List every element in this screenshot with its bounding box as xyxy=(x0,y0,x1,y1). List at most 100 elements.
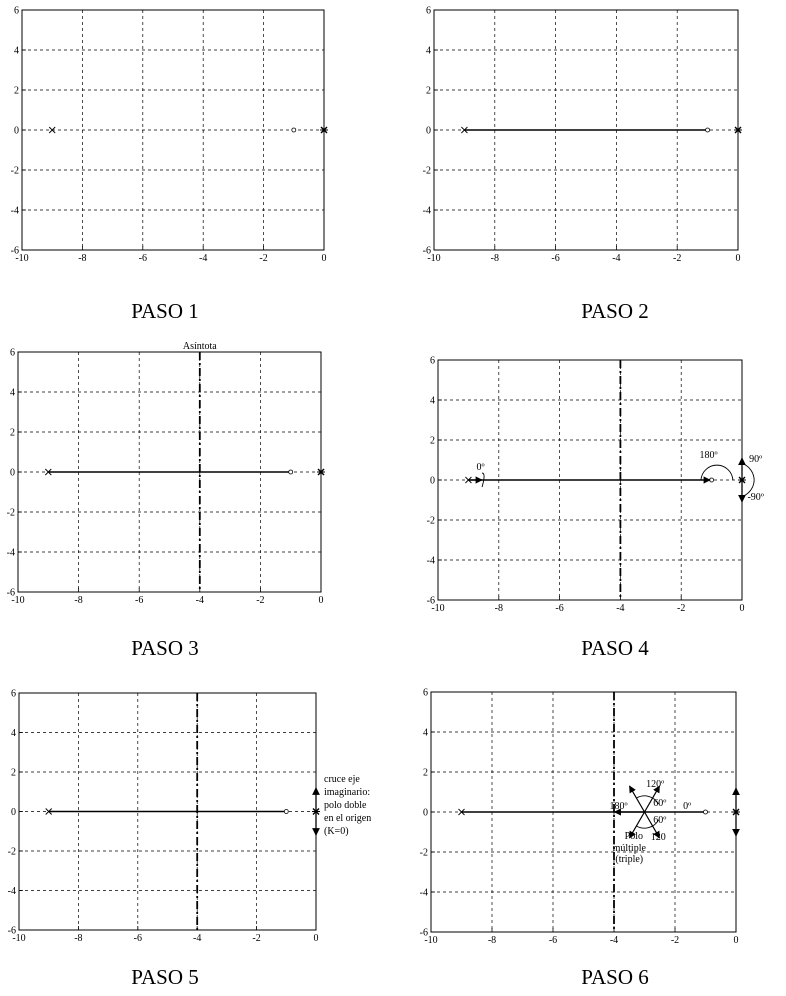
step-caption: PASO 4 xyxy=(581,636,649,660)
x-tick-label: -8 xyxy=(74,933,82,944)
y-tick-label: 2 xyxy=(430,436,435,447)
x-tick-label: -2 xyxy=(256,595,264,606)
y-tick-label: 4 xyxy=(10,388,15,399)
x-tick-label: -4 xyxy=(199,253,207,264)
x-tick-label: -10 xyxy=(427,253,440,264)
step-caption: PASO 5 xyxy=(131,965,199,989)
x-tick-label: -4 xyxy=(612,253,620,264)
angle-annotation: 180º xyxy=(700,450,718,461)
y-tick-label: -6 xyxy=(11,246,19,257)
y-tick-label: 0 xyxy=(430,476,435,487)
y-tick-label: 4 xyxy=(426,46,431,57)
y-tick-label: 2 xyxy=(11,768,16,779)
x-tick-label: -10 xyxy=(12,933,25,944)
side-note-line: (K=0) xyxy=(324,826,349,837)
x-tick-label: -6 xyxy=(555,603,563,614)
y-tick-label: 4 xyxy=(14,46,19,57)
y-tick-label: -4 xyxy=(427,556,435,567)
y-tick-label: -4 xyxy=(423,206,431,217)
side-note-line: polo doble xyxy=(324,800,367,811)
y-tick-label: 6 xyxy=(426,6,431,17)
y-tick-label: -2 xyxy=(427,516,435,527)
y-tick-label: -4 xyxy=(8,886,16,897)
y-tick-label: 0 xyxy=(14,126,19,137)
double-pole-marker xyxy=(734,126,742,134)
angle-annotation: 0º xyxy=(477,462,485,473)
zero-marker xyxy=(703,809,708,815)
y-tick-label: 6 xyxy=(423,688,428,699)
double-pole-marker xyxy=(317,468,325,476)
x-tick-label: 0 xyxy=(319,595,324,606)
zero-marker xyxy=(288,469,294,475)
y-tick-label: -2 xyxy=(420,848,428,859)
x-tick-label: -8 xyxy=(491,253,499,264)
x-tick-label: 0 xyxy=(322,253,327,264)
y-tick-label: 0 xyxy=(426,126,431,137)
y-tick-label: 6 xyxy=(430,356,435,367)
angle-annotation: (triple) xyxy=(615,854,643,865)
y-tick-label: -6 xyxy=(420,928,428,939)
angle-annotation: 0º xyxy=(683,801,691,812)
y-tick-label: 0 xyxy=(423,808,428,819)
side-note-line: cruce eje xyxy=(324,774,360,785)
zero-marker xyxy=(705,127,710,133)
y-tick-label: -2 xyxy=(8,847,16,858)
zero-marker xyxy=(291,127,297,133)
y-tick-label: 2 xyxy=(423,768,428,779)
y-tick-label: 6 xyxy=(14,6,19,17)
x-tick-label: 0 xyxy=(314,933,319,944)
pole-marker xyxy=(45,808,53,815)
x-tick-label: -8 xyxy=(488,935,496,946)
step-caption: PASO 1 xyxy=(131,299,199,323)
x-tick-label: -2 xyxy=(677,603,685,614)
x-tick-label: -8 xyxy=(74,595,82,606)
x-tick-label: -4 xyxy=(196,595,204,606)
y-tick-label: 4 xyxy=(430,396,435,407)
y-tick-label: -2 xyxy=(11,166,19,177)
x-tick-label: -6 xyxy=(135,595,143,606)
angle-annotation: 120º xyxy=(646,779,664,790)
pole-marker xyxy=(461,126,468,134)
y-tick-label: -4 xyxy=(420,888,428,899)
x-tick-label: -8 xyxy=(78,253,86,264)
angle-annotation: 90º xyxy=(749,454,762,465)
y-tick-label: -6 xyxy=(427,596,435,607)
x-tick-label: -4 xyxy=(610,935,618,946)
y-tick-label: 4 xyxy=(11,728,16,739)
pole-marker xyxy=(458,808,465,816)
y-tick-label: 0 xyxy=(10,468,15,479)
angle-annotation: 120 xyxy=(651,832,666,843)
x-tick-label: -6 xyxy=(134,933,142,944)
x-tick-label: -4 xyxy=(193,933,201,944)
double-pole-marker xyxy=(320,126,328,134)
y-tick-label: -6 xyxy=(423,246,431,257)
x-tick-label: -2 xyxy=(252,933,260,944)
x-tick-label: 0 xyxy=(734,935,739,946)
angle-annotation: 180º xyxy=(610,801,628,812)
x-tick-label: -2 xyxy=(671,935,679,946)
x-tick-label: -8 xyxy=(495,603,503,614)
y-tick-label: -6 xyxy=(7,588,15,599)
y-tick-label: 2 xyxy=(426,86,431,97)
angle-annotation: Polo xyxy=(625,831,643,842)
y-tick-label: 2 xyxy=(10,428,15,439)
angle-annotation: múltiple xyxy=(613,843,647,854)
zero-marker xyxy=(283,809,289,814)
y-tick-label: 6 xyxy=(11,689,16,700)
angle-arrows xyxy=(468,457,755,503)
y-tick-label: -2 xyxy=(7,508,15,519)
x-tick-label: 0 xyxy=(740,603,745,614)
asymptote-label: Asíntota xyxy=(183,341,217,352)
x-tick-label: -10 xyxy=(424,935,437,946)
x-tick-label: -10 xyxy=(11,595,24,606)
x-tick-label: -6 xyxy=(139,253,147,264)
y-tick-label: -6 xyxy=(8,926,16,937)
x-tick-label: -6 xyxy=(551,253,559,264)
